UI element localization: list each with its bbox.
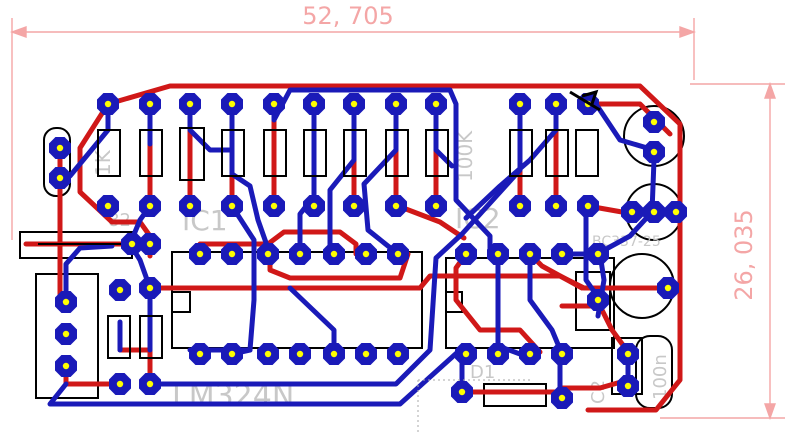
drill-hole	[264, 350, 272, 358]
drill-hole	[62, 362, 70, 370]
drill-hole	[526, 350, 534, 358]
board-width-label: 52, 705	[302, 2, 394, 30]
drill-hole	[146, 284, 154, 292]
silk-cap-value: 100n	[650, 354, 671, 400]
drill-hole	[296, 250, 304, 258]
drill-hole	[526, 250, 534, 258]
component-bodies	[38, 127, 599, 359]
drill-hole	[330, 250, 338, 258]
drill-hole	[462, 350, 470, 358]
drill-hole	[146, 240, 154, 248]
drill-hole	[458, 388, 466, 396]
silk-1k: 1K	[91, 149, 115, 176]
drill-hole	[624, 382, 632, 390]
drill-hole	[310, 202, 318, 210]
drill-hole	[552, 100, 560, 108]
drill-hole	[116, 286, 124, 294]
drill-hole	[62, 298, 70, 306]
drill-hole	[228, 100, 236, 108]
drill-hole	[228, 202, 236, 210]
drill-hole	[394, 350, 402, 358]
drill-hole	[558, 350, 566, 358]
drill-hole	[650, 208, 658, 216]
drill-hole	[146, 380, 154, 388]
drill-hole	[270, 100, 278, 108]
drill-hole	[392, 100, 400, 108]
drill-hole	[270, 202, 278, 210]
drill-hole	[432, 100, 440, 108]
board-height-label: 26, 035	[730, 209, 758, 301]
drill-hole	[432, 202, 440, 210]
drill-hole	[196, 350, 204, 358]
drill-hole	[146, 202, 154, 210]
drill-hole	[628, 208, 636, 216]
drill-hole	[516, 202, 524, 210]
drill-hole	[350, 202, 358, 210]
drill-hole	[310, 100, 318, 108]
drill-hole	[584, 202, 592, 210]
drill-hole	[228, 350, 236, 358]
drill-hole	[594, 250, 602, 258]
drill-hole	[362, 350, 370, 358]
drill-hole	[228, 250, 236, 258]
drill-hole	[350, 100, 358, 108]
drill-hole	[664, 284, 672, 292]
drill-hole	[186, 202, 194, 210]
drill-hole	[594, 296, 602, 304]
drill-hole	[128, 240, 136, 248]
dimension-lines	[9, 18, 785, 421]
drill-hole	[104, 202, 112, 210]
drill-guide	[417, 379, 530, 434]
drill-hole	[558, 250, 566, 258]
drill-hole	[494, 350, 502, 358]
drill-hole	[392, 202, 400, 210]
drill-hole	[650, 118, 658, 126]
drill-hole	[296, 350, 304, 358]
drill-hole	[362, 250, 370, 258]
drill-hole	[394, 250, 402, 258]
drill-hole	[264, 250, 272, 258]
drill-hole	[624, 350, 632, 358]
drill-hole	[558, 394, 566, 402]
led-symbol	[569, 89, 601, 112]
silk-d1: D1	[470, 362, 495, 383]
drill-hole	[56, 174, 64, 182]
drill-hole	[330, 350, 338, 358]
drill-hole	[494, 250, 502, 258]
drill-hole	[116, 380, 124, 388]
drill-hole	[62, 330, 70, 338]
pads	[49, 93, 687, 409]
drill-hole	[186, 100, 194, 108]
drill-hole	[146, 100, 154, 108]
drill-hole	[462, 250, 470, 258]
drill-hole	[650, 148, 658, 156]
silk-c2: C2	[588, 380, 609, 404]
drill-hole	[104, 100, 112, 108]
drill-hole	[56, 144, 64, 152]
drill-hole	[672, 208, 680, 216]
drill-hole	[516, 100, 524, 108]
drill-hole	[196, 250, 204, 258]
drill-hole	[552, 202, 560, 210]
